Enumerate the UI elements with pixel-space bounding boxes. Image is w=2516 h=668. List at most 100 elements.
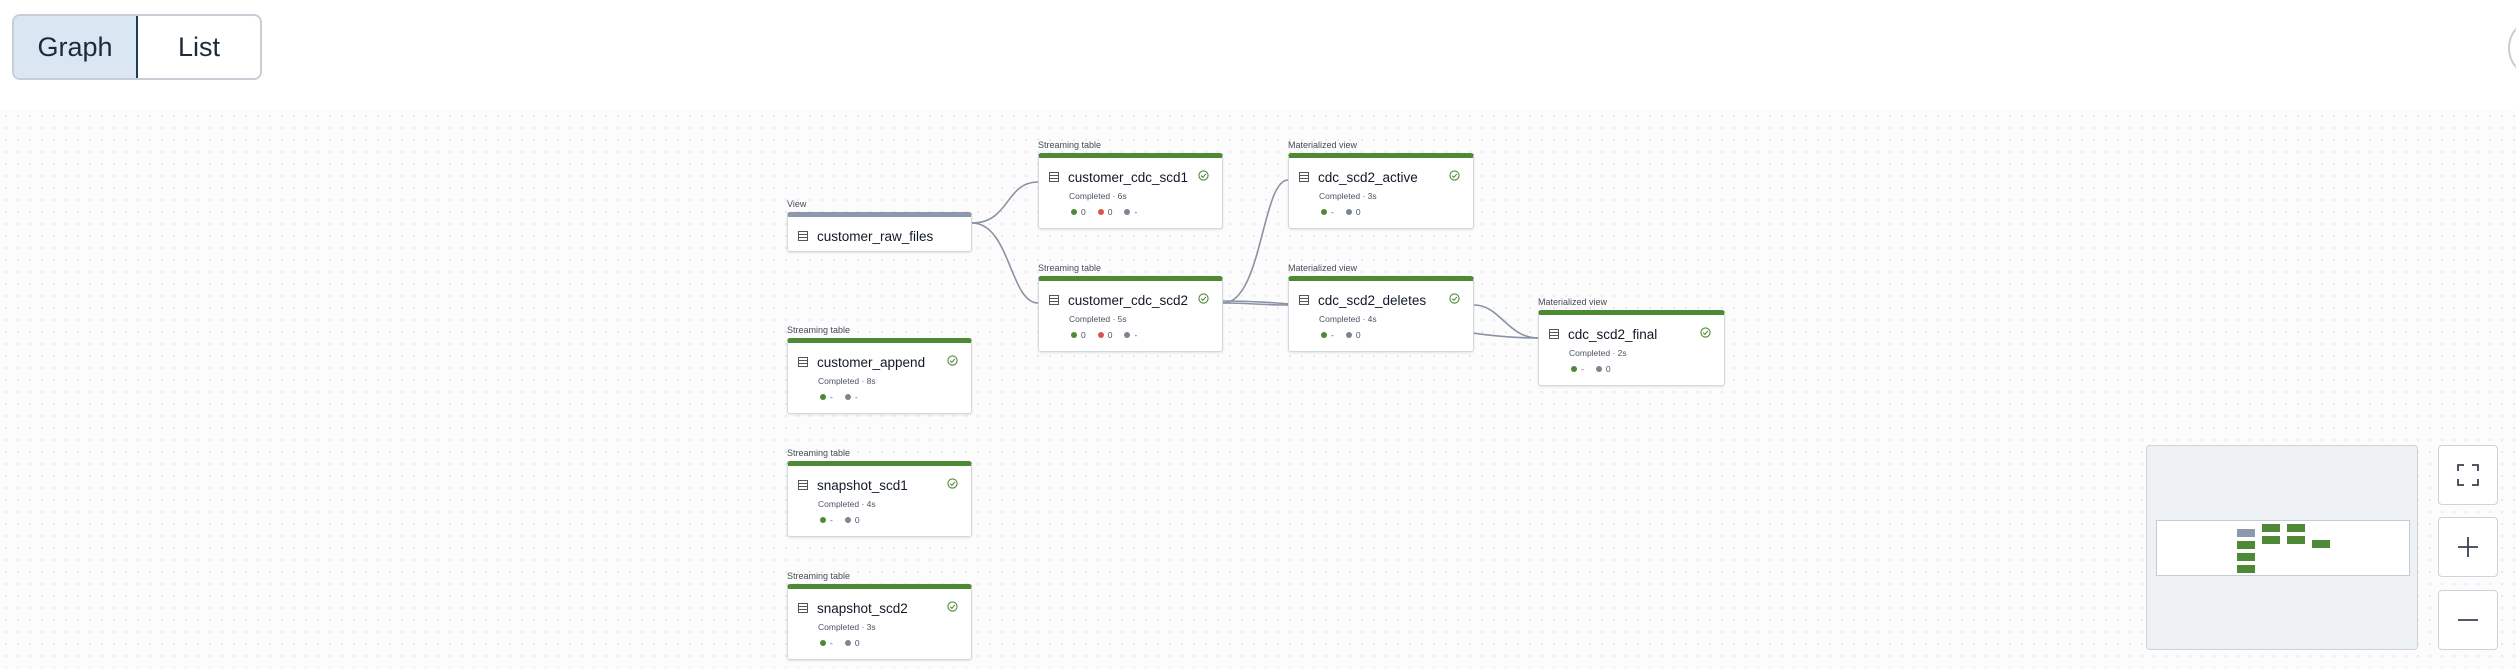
node-customer-cdc-scd2[interactable]: Streaming table customer_cdc_scd2 Comple… xyxy=(1038,262,1223,352)
node-name: customer_cdc_scd1 xyxy=(1068,169,1189,185)
fit-to-screen-button[interactable] xyxy=(2438,445,2498,505)
node-type-label: Streaming table xyxy=(1038,140,1102,150)
gray-dot-icon xyxy=(1345,332,1352,338)
node-name: customer_cdc_scd2 xyxy=(1068,292,1189,308)
node-status: Completed · 3s xyxy=(818,622,876,632)
graph-view-button[interactable]: Graph xyxy=(14,16,138,78)
metric-value: - xyxy=(830,392,833,402)
node-status: Completed · 4s xyxy=(818,499,876,509)
node-metrics: 0 0 - xyxy=(1039,326,1222,340)
metric-value: - xyxy=(830,638,833,648)
toolbar: Graph List xyxy=(0,0,2516,110)
metric-value: 0 xyxy=(1107,207,1113,217)
table-icon xyxy=(1049,295,1059,305)
green-dot-icon xyxy=(1321,209,1327,215)
metric-value: 0 xyxy=(1355,207,1361,217)
check-circle-icon xyxy=(1700,327,1711,338)
node-customer-raw-files[interactable]: View customer_raw_files xyxy=(787,198,972,252)
minimap-node xyxy=(2237,553,2255,561)
node-metrics: - 0 xyxy=(1289,326,1473,340)
table-icon xyxy=(1299,172,1309,182)
gray-dot-icon xyxy=(844,640,851,646)
metric-value: 0 xyxy=(1081,207,1086,217)
plus-icon xyxy=(2458,537,2478,557)
node-status: Completed · 4s xyxy=(1319,314,1377,324)
metric-value: - xyxy=(1134,330,1138,340)
node-status: Completed · 2s xyxy=(1569,348,1627,358)
gray-dot-icon xyxy=(844,517,851,523)
node-card[interactable]: customer_cdc_scd1 Completed · 6s 0 0 - xyxy=(1038,153,1223,229)
minimap-viewport[interactable] xyxy=(2156,520,2410,576)
node-card[interactable]: customer_append Completed · 8s - - xyxy=(787,338,972,414)
node-card[interactable]: cdc_scd2_deletes Completed · 4s - 0 xyxy=(1288,276,1474,352)
minimap-node xyxy=(2312,540,2330,548)
minimap-node xyxy=(2287,536,2305,544)
minimap-node xyxy=(2237,565,2255,573)
node-cdc-scd2-deletes[interactable]: Materialized view cdc_scd2_deletes Compl… xyxy=(1288,262,1474,352)
node-card[interactable]: snapshot_scd1 Completed · 4s - 0 xyxy=(787,461,972,537)
node-status: Completed · 6s xyxy=(1069,191,1127,201)
metric-value: 0 xyxy=(854,638,860,648)
node-card[interactable]: customer_cdc_scd2 Completed · 5s 0 0 - xyxy=(1038,276,1223,352)
gray-dot-icon xyxy=(1345,209,1352,215)
node-type-label: View xyxy=(787,199,807,209)
minimap-node xyxy=(2237,541,2255,549)
metric-value: 0 xyxy=(1605,364,1611,374)
zoom-in-button[interactable] xyxy=(2438,517,2498,577)
table-icon xyxy=(1299,295,1309,305)
node-name: customer_append xyxy=(817,354,926,370)
node-card[interactable]: cdc_scd2_active Completed · 3s - 0 xyxy=(1288,153,1474,229)
minimap-node xyxy=(2287,524,2305,532)
overflow-button[interactable] xyxy=(2508,18,2516,78)
pipeline-graph-canvas[interactable] xyxy=(0,110,2516,668)
green-dot-icon xyxy=(1571,366,1577,372)
node-snapshot-scd1[interactable]: Streaming table snapshot_scd1 Completed … xyxy=(787,447,972,537)
metric-value: - xyxy=(1331,330,1334,340)
minimap-node xyxy=(2262,524,2280,532)
node-cdc-scd2-active[interactable]: Materialized view cdc_scd2_active Comple… xyxy=(1288,139,1474,229)
red-dot-icon xyxy=(1097,332,1104,338)
node-metrics: - 0 xyxy=(788,511,971,525)
node-type-label: Streaming table xyxy=(787,325,851,335)
node-name: snapshot_scd2 xyxy=(817,600,908,616)
node-metrics: - - xyxy=(788,388,971,402)
metric-value: 0 xyxy=(1355,330,1361,340)
minimap[interactable] xyxy=(2146,445,2418,650)
node-metrics: - 0 xyxy=(1539,360,1724,374)
metric-value: - xyxy=(1331,207,1334,217)
node-metrics: - 0 xyxy=(1289,203,1473,217)
minus-icon xyxy=(2458,619,2478,621)
node-card[interactable]: cdc_scd2_final Completed · 2s - 0 xyxy=(1538,310,1725,386)
gray-dot-icon xyxy=(844,394,851,400)
gray-dot-icon xyxy=(1124,209,1131,215)
node-snapshot-scd2[interactable]: Streaming table snapshot_scd2 Completed … xyxy=(787,570,972,660)
node-type-label: Streaming table xyxy=(787,448,851,458)
view-toggle: Graph List xyxy=(12,14,262,80)
node-type-label: Streaming table xyxy=(787,571,851,581)
check-circle-icon xyxy=(1449,293,1460,304)
node-customer-append[interactable]: Streaming table customer_append Complete… xyxy=(787,324,972,414)
node-status: Completed · 5s xyxy=(1069,314,1127,324)
node-customer-cdc-scd1[interactable]: Streaming table customer_cdc_scd1 Comple… xyxy=(1038,139,1223,229)
zoom-out-button[interactable] xyxy=(2438,590,2498,650)
metric-value: - xyxy=(1134,207,1138,217)
node-card[interactable]: customer_raw_files xyxy=(787,212,972,252)
green-dot-icon xyxy=(1321,332,1327,338)
node-metrics: - 0 xyxy=(788,634,971,648)
check-circle-icon xyxy=(1198,293,1209,304)
node-type-label: Materialized view xyxy=(1288,263,1358,273)
list-view-button[interactable]: List xyxy=(177,31,221,62)
green-dot-icon xyxy=(1071,209,1077,215)
fit-to-screen-icon xyxy=(2457,464,2479,486)
check-circle-icon xyxy=(1198,170,1209,181)
node-name: cdc_scd2_deletes xyxy=(1318,292,1427,308)
node-cdc-scd2-final[interactable]: Materialized view cdc_scd2_final Complet… xyxy=(1538,296,1725,386)
node-metrics: 0 0 - xyxy=(1039,203,1222,217)
check-circle-icon xyxy=(1449,170,1460,181)
metric-value: - xyxy=(1581,364,1584,374)
node-status: Completed · 3s xyxy=(1319,191,1377,201)
node-name: cdc_scd2_final xyxy=(1568,326,1658,342)
table-icon xyxy=(798,231,808,241)
node-card[interactable]: snapshot_scd2 Completed · 3s - 0 xyxy=(787,584,972,660)
node-name: customer_raw_files xyxy=(817,228,934,244)
